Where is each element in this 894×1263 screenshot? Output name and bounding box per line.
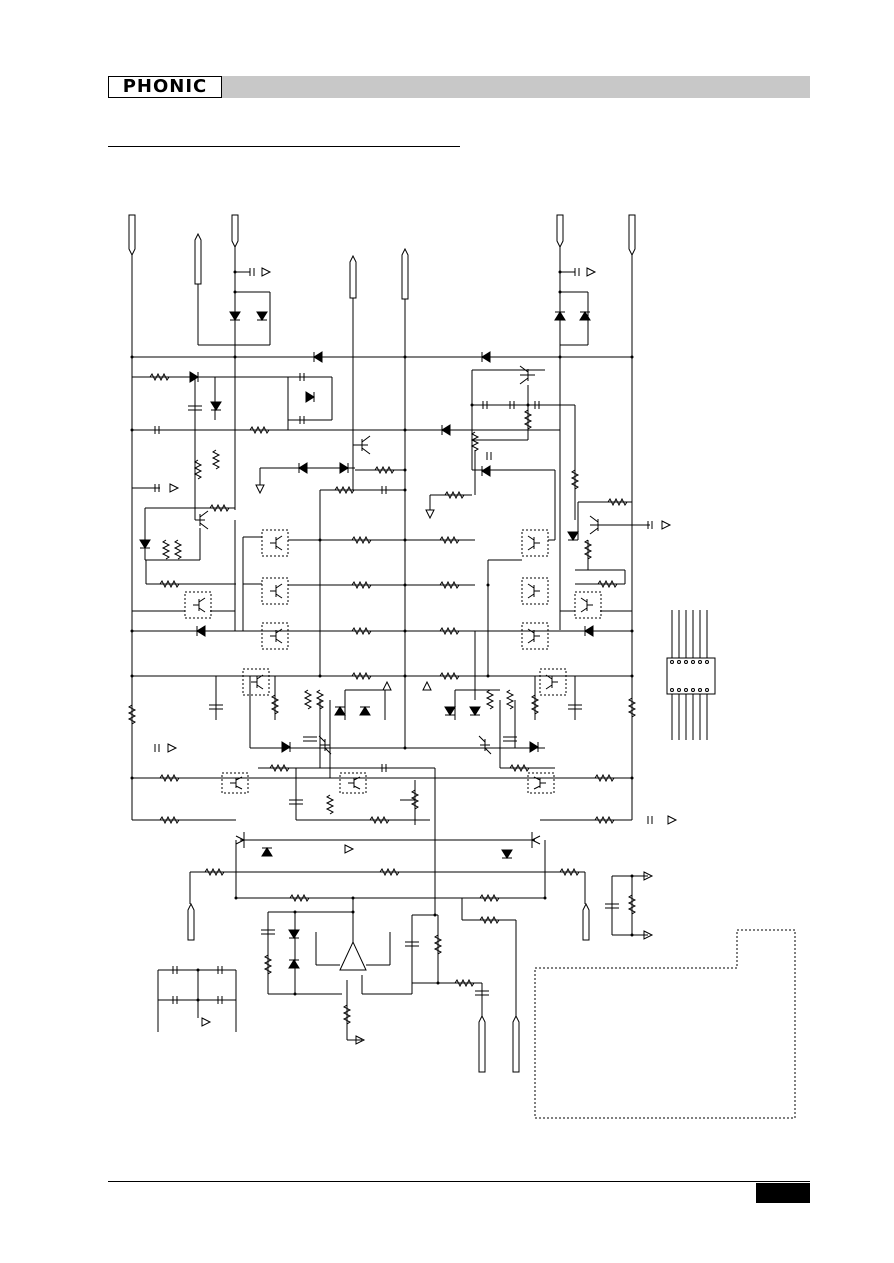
ground-symbol <box>167 267 678 1045</box>
resistor <box>127 372 637 1025</box>
op-amp <box>339 940 367 971</box>
capacitor <box>154 268 653 1004</box>
notes-box <box>534 929 796 1119</box>
footer-rule <box>108 1181 810 1182</box>
header-bar <box>222 76 810 98</box>
title-underline <box>108 146 460 147</box>
phonic-logo: PHONIC <box>108 76 222 98</box>
transistor <box>195 365 605 848</box>
junction <box>130 270 634 1002</box>
diode <box>139 311 594 969</box>
logo-text: PHONIC <box>122 76 208 97</box>
wire <box>131 247 650 1041</box>
page-number-tab <box>756 1183 810 1203</box>
transistor-symbol <box>193 535 593 790</box>
ic-chip <box>666 610 716 740</box>
connector <box>128 214 636 1073</box>
transistor-package <box>184 529 602 794</box>
